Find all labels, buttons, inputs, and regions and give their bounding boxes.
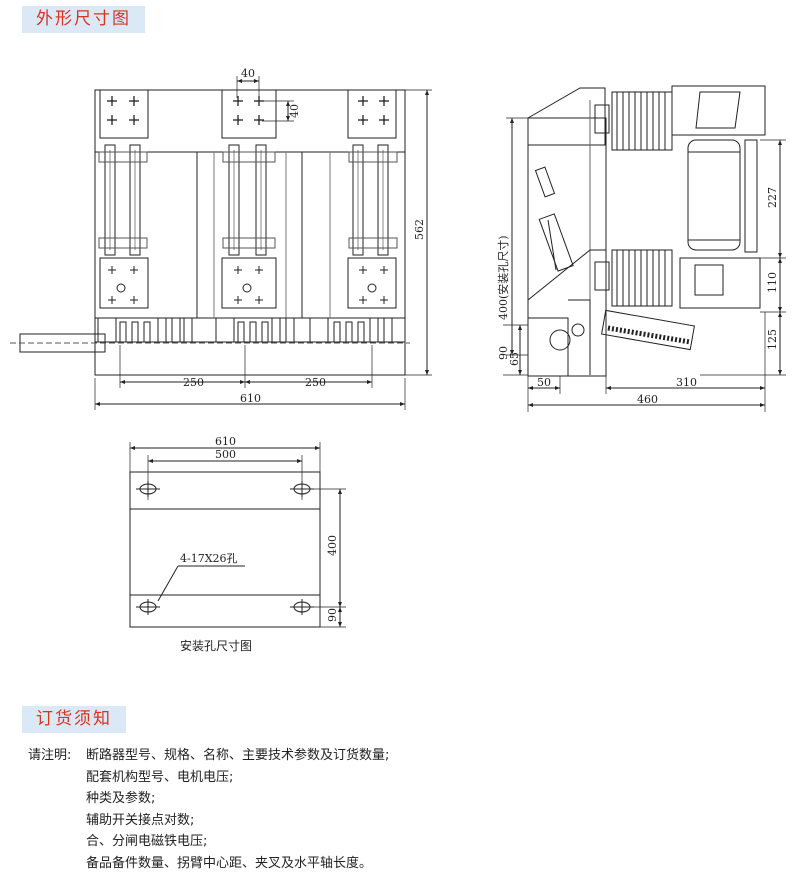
section-title-order: 订货须知 [22,706,126,733]
phase-c [309,89,398,343]
dim-mount-610: 610 [215,435,236,448]
section-title-outline: 外形尺寸图 [22,6,145,33]
note-line: 合、分闸电磁铁电压; [86,834,208,849]
dim-pitch-right: 250 [305,376,326,389]
dim-top-width: 40 [241,67,255,80]
phase-b [215,89,295,343]
dim-side-227: 227 [766,187,779,208]
dim-side-310: 310 [676,376,697,389]
notes-lead: 请注明: [28,748,72,763]
dim-side-460: 460 [637,393,658,406]
front-view-bolts [106,95,390,305]
note-line: 断路器型号、规格、名称、主要技术参数及订货数量; [86,748,390,763]
dim-height: 562 [413,219,426,240]
note-line: 备品备件数量、拐臂中心距、夹叉及水平轴长度。 [86,855,373,871]
mount-holes [136,481,314,615]
dim-side-110: 110 [766,272,779,293]
dim-pitch-left: 250 [183,376,204,389]
mount-caption: 安装孔尺寸图 [180,638,252,653]
dim-width: 610 [240,392,261,405]
front-view [10,76,432,410]
side-view [503,85,786,412]
phase-a [97,89,193,343]
dim-side-90: 90 [497,346,510,360]
note-line: 辅助开关接点对数; [86,812,195,828]
dim-side-65: 65 [508,352,521,366]
note-line: 配套机构型号、电机电压; [86,769,234,785]
dim-side-125: 125 [766,329,779,350]
dim-side-50: 50 [537,376,551,389]
dim-side-mount-400: 400(安装孔尺寸) [496,235,510,320]
note-line: 种类及参数; [86,791,156,806]
dim-top-height: 40 [288,104,301,118]
hole-spec-label: 4-17X26孔 [180,552,238,565]
mount-view [129,442,346,628]
dim-mount-90: 90 [326,608,339,622]
dim-mount-400: 400 [326,535,339,556]
dim-mount-500: 500 [215,448,236,461]
order-notes: 请注明: 断路器型号、规格、名称、主要技术参数及订货数量; 配套机构型号、电机电压… [28,745,389,874]
